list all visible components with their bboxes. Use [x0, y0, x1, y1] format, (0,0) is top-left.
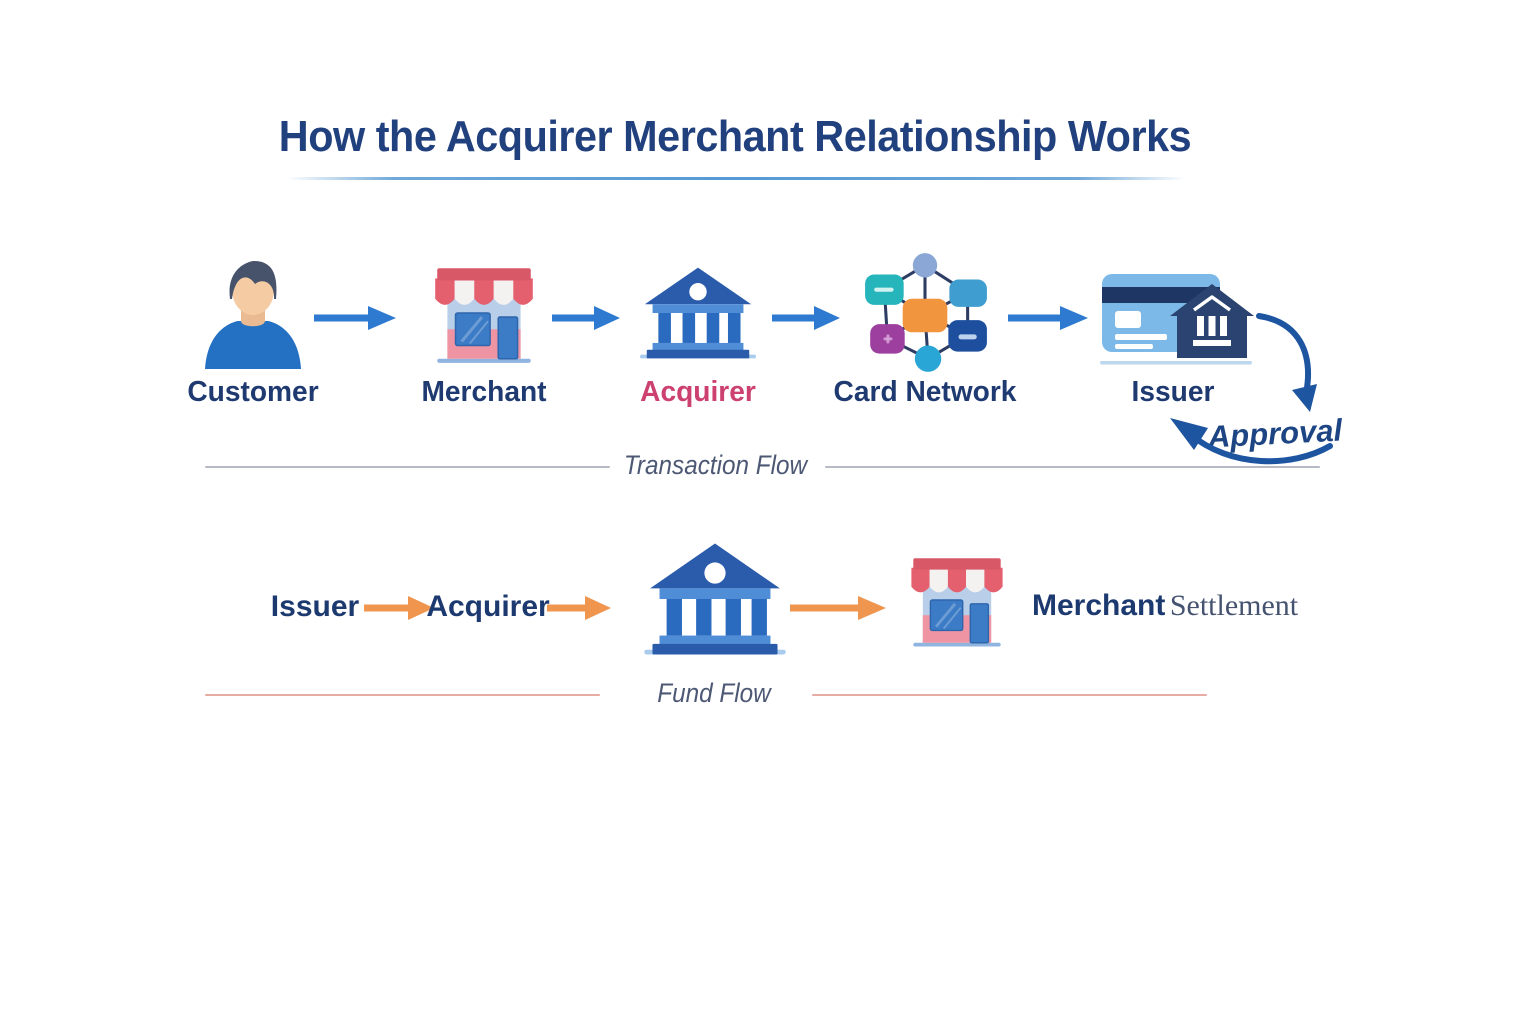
issuer-card-bank-icon — [1100, 274, 1254, 365]
settlement-merchant-text: Merchant — [1032, 589, 1166, 622]
merchant-settlement-label: Merchant Settlement — [1032, 589, 1298, 623]
acquirer-label: Acquirer — [640, 376, 756, 408]
transaction-flow-label: Transaction Flow — [623, 450, 808, 480]
page-title: How the Acquirer Merchant Relationship W… — [278, 112, 1192, 161]
fund-acquirer-label: Acquirer — [426, 590, 550, 623]
approval-curve-up-icon — [1170, 418, 1333, 465]
arrow-customer-to-merchant-icon — [314, 306, 396, 330]
card-network-icon — [865, 253, 987, 372]
transaction-divider-left-line — [205, 466, 610, 468]
arrow-network-to-issuer-icon — [1008, 306, 1088, 330]
fund-divider-right-line — [812, 694, 1207, 696]
title-underline — [287, 177, 1185, 180]
approval-curve-down-icon — [1256, 313, 1317, 412]
merchant-store-icon — [423, 258, 545, 368]
fund-issuer-label: Issuer — [270, 590, 360, 623]
arrow-merchant-to-acquirer-icon — [552, 306, 620, 330]
merchant-label: Merchant — [421, 376, 547, 408]
fund-arrow-issuer-to-acquirer-icon — [364, 596, 434, 620]
fund-divider-left-line — [205, 694, 600, 696]
fund-store-icon — [900, 548, 1014, 652]
customer-person-icon — [205, 261, 301, 369]
settlement-suffix-text: Settlement — [1169, 589, 1299, 622]
issuer-label: Issuer — [1131, 376, 1215, 408]
fund-arrow-bank-to-store-icon — [790, 596, 886, 620]
card-network-label: Card Network — [833, 376, 1017, 408]
customer-label: Customer — [187, 376, 319, 408]
arrow-acquirer-to-network-icon — [772, 306, 840, 330]
acquirer-bank-icon — [640, 262, 756, 364]
fund-flow-label: Fund Flow — [657, 678, 771, 708]
transaction-divider-right-line — [825, 466, 1320, 468]
fund-bank-icon — [644, 540, 786, 658]
fund-arrow-acquirer-to-bank-icon — [547, 596, 611, 620]
